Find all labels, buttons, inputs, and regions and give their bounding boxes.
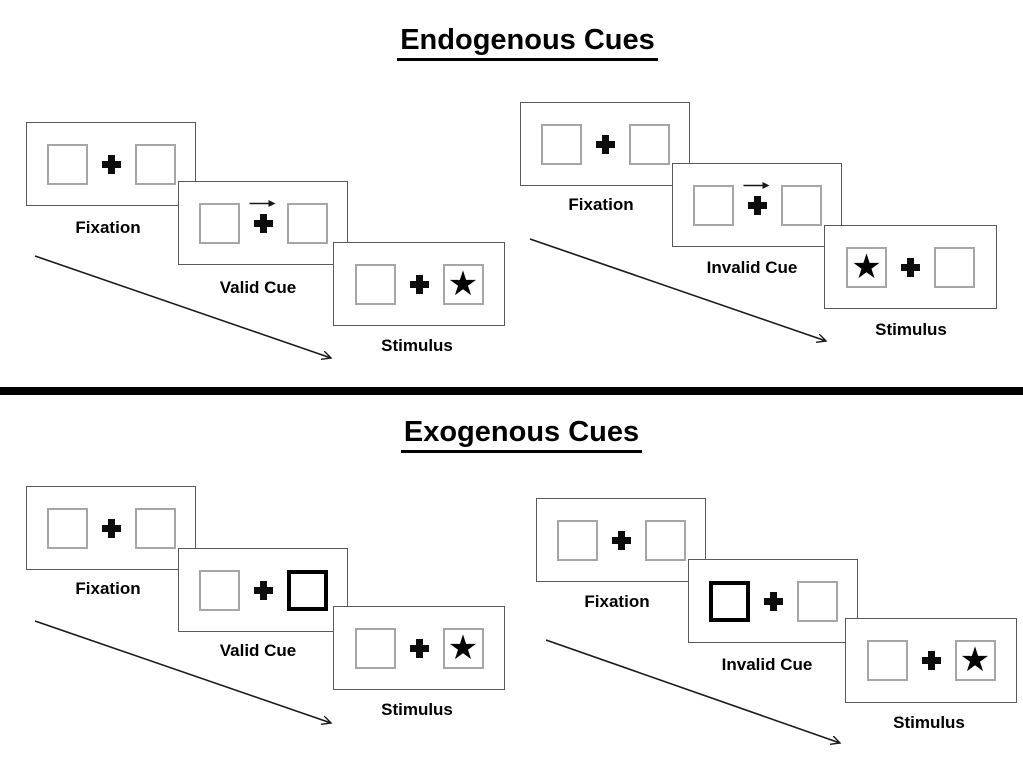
panel-label: Fixation	[568, 195, 634, 214]
right-placeholder-box	[780, 184, 822, 226]
section-title-text: Exogenous Cues	[400, 416, 643, 453]
star-icon: ★	[959, 641, 991, 679]
left-placeholder-box	[46, 143, 88, 185]
fixation-cross-icon	[101, 518, 121, 538]
star-target-box: ★	[954, 640, 996, 681]
fixation-cross-icon	[409, 274, 429, 294]
stimulus-panel: ★	[333, 242, 505, 326]
right-placeholder-box	[286, 202, 328, 244]
right-placeholder-box	[134, 507, 176, 549]
fixation-cross-icon	[921, 651, 941, 670]
section-title-exogenous: Exogenous Cues	[0, 416, 1023, 453]
right-placeholder-box	[796, 580, 838, 622]
panel-label: Stimulus	[875, 320, 947, 339]
fixation-cross-icon	[409, 638, 429, 658]
invalid-cue-panel	[688, 559, 858, 643]
time-arrow	[34, 620, 340, 733]
left-placeholder-box	[556, 519, 598, 561]
panel-label: Fixation	[75, 218, 141, 237]
stimulus-panel: ★	[333, 606, 505, 690]
panel-label: Valid Cue	[219, 278, 297, 297]
fixation-panel	[536, 498, 706, 582]
panel-label: Invalid Cue	[706, 258, 798, 277]
left-placeholder-box	[46, 507, 88, 549]
panel-label: Invalid Cue	[721, 655, 813, 674]
right-placeholder-box	[934, 246, 975, 288]
panel-label: Valid Cue	[219, 641, 297, 660]
star-icon: ★	[851, 247, 882, 286]
panel-label: Fixation	[75, 579, 141, 598]
time-arrow	[529, 238, 835, 351]
left-placeholder-box	[692, 184, 734, 226]
section-divider	[0, 387, 1023, 395]
right-placeholder-box	[628, 123, 670, 165]
stimulus-panel: ★	[845, 618, 1017, 703]
left-placeholder-box	[354, 627, 396, 669]
left-placeholder-box	[540, 123, 582, 165]
fixation-panel	[520, 102, 690, 186]
fixation-cross-icon	[763, 591, 783, 611]
fixation-cross-icon	[611, 530, 631, 550]
section-title-endogenous: Endogenous Cues	[0, 24, 1023, 61]
left-placeholder-box	[354, 263, 396, 305]
invalid-cue-panel	[672, 163, 842, 247]
star-target-box: ★	[442, 263, 484, 305]
highlighted-cue-box	[708, 580, 750, 622]
fixation-cross-icon	[743, 181, 770, 215]
time-arrow	[34, 255, 340, 368]
panel-label: Stimulus	[893, 713, 965, 732]
fixation-cross-icon	[253, 580, 273, 600]
fixation-cross-icon	[101, 154, 121, 174]
time-arrow	[545, 639, 851, 752]
section-title-text: Endogenous Cues	[397, 24, 658, 61]
left-placeholder-box	[866, 640, 908, 681]
right-placeholder-box	[134, 143, 176, 185]
valid-cue-panel	[178, 548, 348, 632]
valid-cue-panel	[178, 181, 348, 265]
fixation-cross-icon	[249, 199, 276, 233]
fixation-panel	[26, 486, 196, 570]
fixation-cross-icon	[595, 134, 615, 154]
star-icon: ★	[447, 264, 479, 303]
cue-arrow-right-icon	[743, 181, 770, 189]
highlighted-cue-box	[286, 569, 328, 611]
panel-label: Stimulus	[381, 700, 453, 719]
panel-label: Stimulus	[381, 336, 453, 355]
panel-label: Fixation	[584, 592, 650, 611]
stimulus-panel: ★	[824, 225, 997, 309]
left-placeholder-box	[198, 202, 240, 244]
fixation-panel	[26, 122, 196, 206]
star-icon: ★	[447, 628, 479, 667]
star-target-box: ★	[846, 246, 887, 288]
cue-arrow-right-icon	[249, 199, 276, 207]
left-placeholder-box	[198, 569, 240, 611]
fixation-cross-icon	[901, 257, 920, 277]
right-placeholder-box	[644, 519, 686, 561]
star-target-box: ★	[442, 627, 484, 669]
